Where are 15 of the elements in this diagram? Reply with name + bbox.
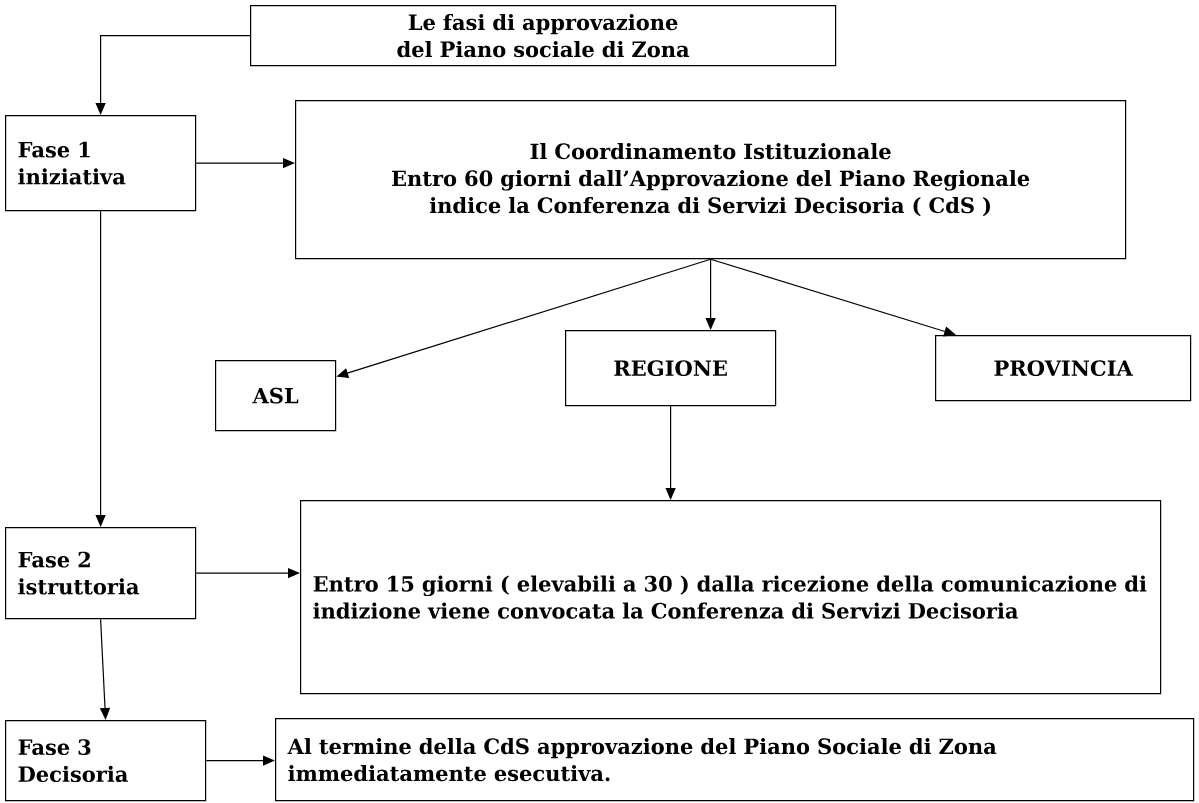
process-box: Al termine della CdS approvazione del Piano Sociale di Zona immediatamente esecutiva. [275,718,1195,802]
arrow [95,35,251,115]
process-box: Il Coordinamento Istituzionale Entro 60 giorni dall’Approvazione del Piano Regionale indice la Conferenza di Servizi Decisoria ( CdS ) [295,100,1127,260]
process-box: ASL [215,360,337,432]
process-box: REGIONE [565,330,777,407]
arrow [705,258,716,330]
process-box: Entro 15 giorni ( elevabili a 30 ) dalla ricezione della comunicazione di indizione viene convocata la Conferenza di Servizi Decisoria [300,500,1162,695]
phase-box: Fase 2 istruttoria [5,527,197,620]
arrow [205,755,275,766]
phase-box: Fase 1 iniziativa [5,115,197,212]
process-box: PROVINCIA [935,335,1192,402]
arrow [95,210,106,527]
arrow [665,405,676,500]
title-box: Le fasi di approvazione del Piano sociale di Zona [250,5,837,67]
phase-box: Fase 3 Decisoria [5,720,207,802]
